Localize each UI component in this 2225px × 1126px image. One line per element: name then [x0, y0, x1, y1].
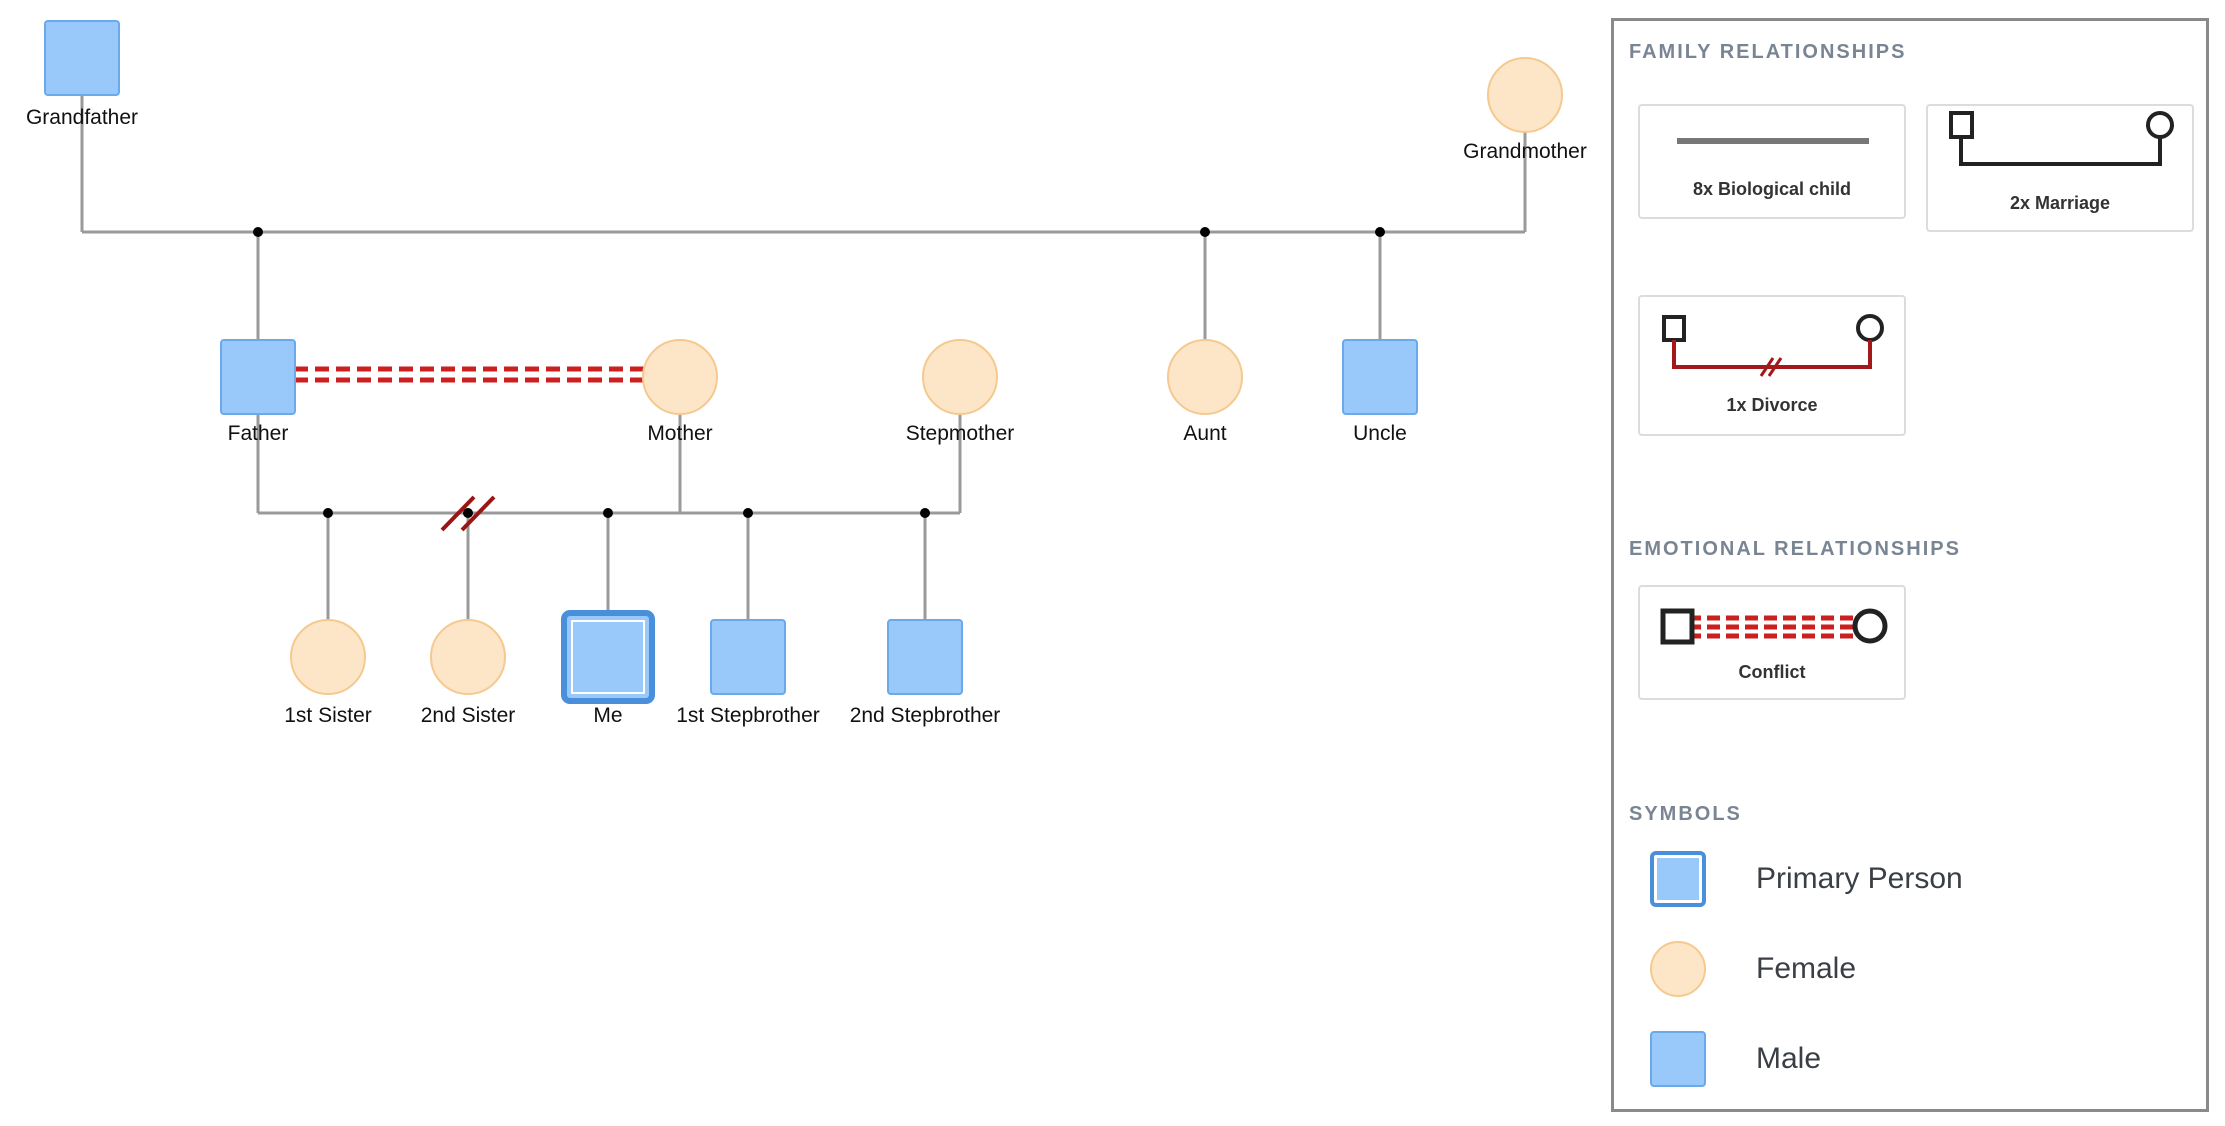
junction-dot-5 [463, 508, 473, 518]
male-icon [1650, 1031, 1706, 1087]
legend-panel: FAMILY RELATIONSHIPS 8x Biological child… [1611, 18, 2209, 1112]
biological-child-label: 8x Biological child [1692, 179, 1852, 199]
conflict-icon [1660, 608, 1888, 645]
person-label-stepbrother2: 2nd Stepbrother [850, 704, 1001, 727]
junction-dot-4 [323, 508, 333, 518]
primary-person-legend-row: Primary Person [1650, 851, 2190, 907]
junction-dot-2 [1200, 227, 1210, 237]
junction-dot-1 [253, 227, 263, 237]
biological-child-legend-card: 8x Biological child [1638, 104, 1906, 219]
person-stepbrother1: 1st Stepbrother [676, 619, 820, 727]
person-stepmother: Stepmother [906, 339, 1015, 445]
junction-dot-7 [743, 508, 753, 518]
biological-child-line-icon [1677, 138, 1869, 144]
divorce-mark-1 [440, 495, 476, 532]
person-label-grandfather: Grandfather [26, 106, 138, 129]
marriage-label: 2x Marriage [2009, 193, 2111, 213]
person-aunt: Aunt [1167, 339, 1243, 445]
female-symbol [1167, 339, 1243, 415]
marriage-icon [1949, 111, 2174, 166]
male-symbol [44, 20, 120, 96]
male-label: Male [1756, 1042, 1822, 1075]
person-grandmother: Grandmother [1463, 57, 1587, 163]
person-sister1: 1st Sister [284, 619, 372, 727]
primary-person-symbol [561, 610, 655, 704]
junction-dot-6 [603, 508, 613, 518]
person-me: Me [561, 610, 655, 727]
junction-dot-3 [1375, 227, 1385, 237]
person-sister2: 2nd Sister [421, 619, 516, 727]
female-symbol [290, 619, 366, 695]
person-label-father: Father [228, 422, 289, 445]
conflict-label: Conflict [1738, 662, 1806, 682]
divorce-legend-card: 1x Divorce [1638, 295, 1906, 436]
marriage-legend-card: 2x Marriage [1926, 104, 2194, 232]
female-label: Female [1756, 952, 1857, 985]
divorce-mark-2 [460, 495, 496, 532]
primary-person-icon [1650, 851, 1706, 907]
primary-person-inner-border [571, 620, 645, 694]
divorce-label: 1x Divorce [1726, 395, 1818, 415]
female-legend-row: Female [1650, 941, 2190, 997]
primary-person-label: Primary Person [1756, 862, 1963, 895]
person-label-uncle: Uncle [1353, 422, 1407, 445]
female-symbol [642, 339, 718, 415]
female-symbol [1487, 57, 1563, 133]
divorce-icon [1662, 314, 1884, 377]
tree-lines [80, 58, 1527, 657]
person-label-mother: Mother [647, 422, 712, 445]
person-label-aunt: Aunt [1183, 422, 1226, 445]
male-legend-row: Male [1650, 1031, 2190, 1087]
person-label-grandmother: Grandmother [1463, 140, 1587, 163]
male-symbol [220, 339, 296, 415]
male-symbol [710, 619, 786, 695]
person-label-sister2: 2nd Sister [421, 704, 516, 727]
person-label-stepbrother1: 1st Stepbrother [676, 704, 820, 727]
person-stepbrother2: 2nd Stepbrother [850, 619, 1001, 727]
family-relationships-title: FAMILY RELATIONSHIPS [1629, 41, 1907, 63]
symbols-title: SYMBOLS [1629, 803, 1742, 825]
person-label-stepmother: Stepmother [906, 422, 1015, 445]
female-symbol [430, 619, 506, 695]
person-mother: Mother [642, 339, 718, 445]
person-label-sister1: 1st Sister [284, 704, 372, 727]
person-uncle: Uncle [1342, 339, 1418, 445]
conflict-legend-card: Conflict [1638, 585, 1906, 700]
female-icon [1650, 941, 1706, 997]
person-grandfather: Grandfather [26, 20, 138, 129]
person-label-me: Me [593, 704, 622, 727]
male-symbol [887, 619, 963, 695]
emotional-relationships-title: EMOTIONAL RELATIONSHIPS [1629, 538, 1961, 560]
junction-dot-8 [920, 508, 930, 518]
person-father: Father [220, 339, 296, 445]
female-symbol [922, 339, 998, 415]
male-symbol [1342, 339, 1418, 415]
